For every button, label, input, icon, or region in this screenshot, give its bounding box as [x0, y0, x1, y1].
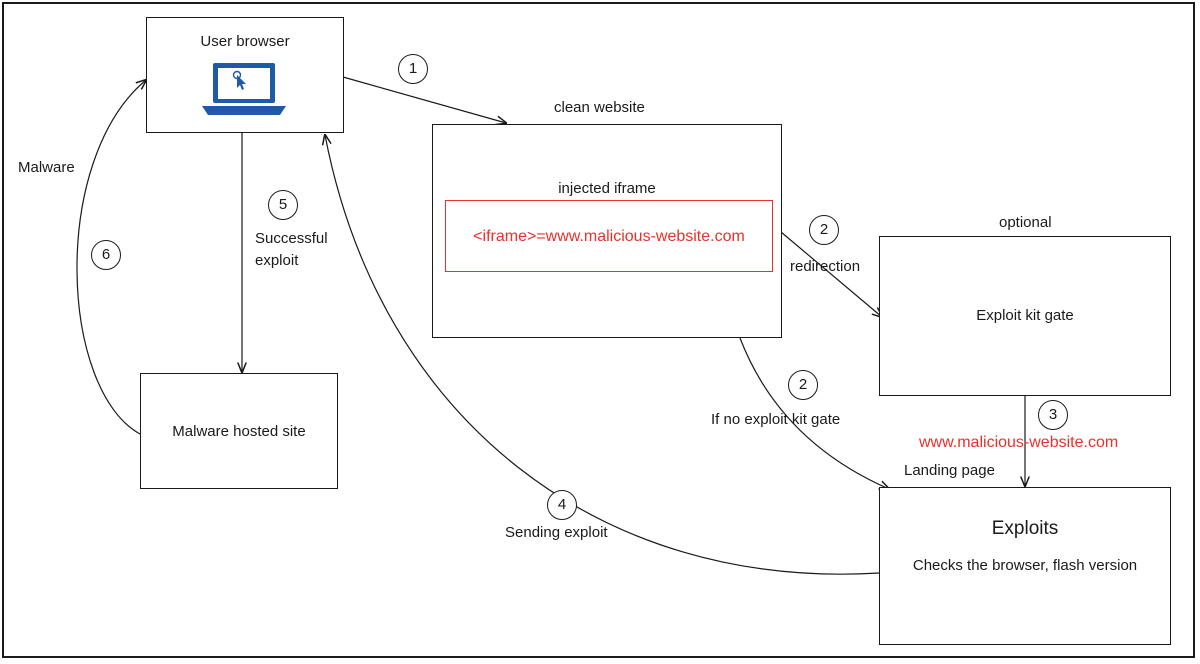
exploits-title: Exploits: [991, 518, 1059, 539]
malicious-url-label: www.malicious-website.com: [919, 434, 1119, 451]
step-3-badge: 3: [1038, 400, 1068, 430]
exploit-kit-gate-label: Exploit kit gate: [976, 307, 1074, 324]
sending-exploit-label: Sending exploit: [505, 524, 608, 541]
malware-label: Malware: [18, 159, 75, 176]
injected-iframe-label: injected iframe: [558, 180, 656, 197]
injected-iframe-box: <iframe>=www.malicious-website.com: [445, 200, 773, 272]
successful-exploit-label-line1: Successful: [255, 230, 328, 247]
redirection-label: redirection: [790, 258, 861, 275]
exploits-description: Checks the browser, flash version: [912, 557, 1138, 574]
user-browser-node: User browser: [146, 17, 344, 133]
edge-browser-to-clean-website: [342, 76, 506, 123]
successful-exploit-label-line2: exploit: [255, 252, 299, 269]
iframe-code: <iframe>=www.malicious-website.com: [473, 228, 745, 245]
step-2-redirection-badge: 2: [809, 215, 839, 245]
optional-label: optional: [999, 214, 1052, 231]
malware-hosted-site-node: Malware hosted site: [140, 373, 338, 489]
user-browser-label: User browser: [200, 33, 290, 50]
landing-page-label: Landing page: [904, 462, 995, 479]
clean-website-node: injected iframe: [432, 124, 782, 338]
step-1-badge: 1: [398, 54, 428, 84]
no-gate-label: If no exploit kit gate: [711, 411, 841, 428]
edge-exploits-to-browser: [325, 135, 880, 575]
step-6-badge: 6: [91, 240, 121, 270]
edge-clean-website-to-gate: [780, 231, 882, 317]
exploits-node: Exploits Checks the browser, flash versi…: [879, 487, 1171, 645]
edge-clean-website-to-landing: [739, 337, 889, 489]
malware-hosted-site-label: Malware hosted site: [172, 423, 306, 440]
laptop-icon: [202, 63, 286, 115]
step-5-badge: 5: [268, 190, 298, 220]
clean-website-label: clean website: [554, 99, 645, 116]
step-2-no-gate-badge: 2: [788, 370, 818, 400]
edge-malware-site-to-browser: [76, 80, 146, 435]
step-4-badge: 4: [547, 490, 577, 520]
exploit-kit-gate-node: Exploit kit gate: [879, 236, 1171, 396]
